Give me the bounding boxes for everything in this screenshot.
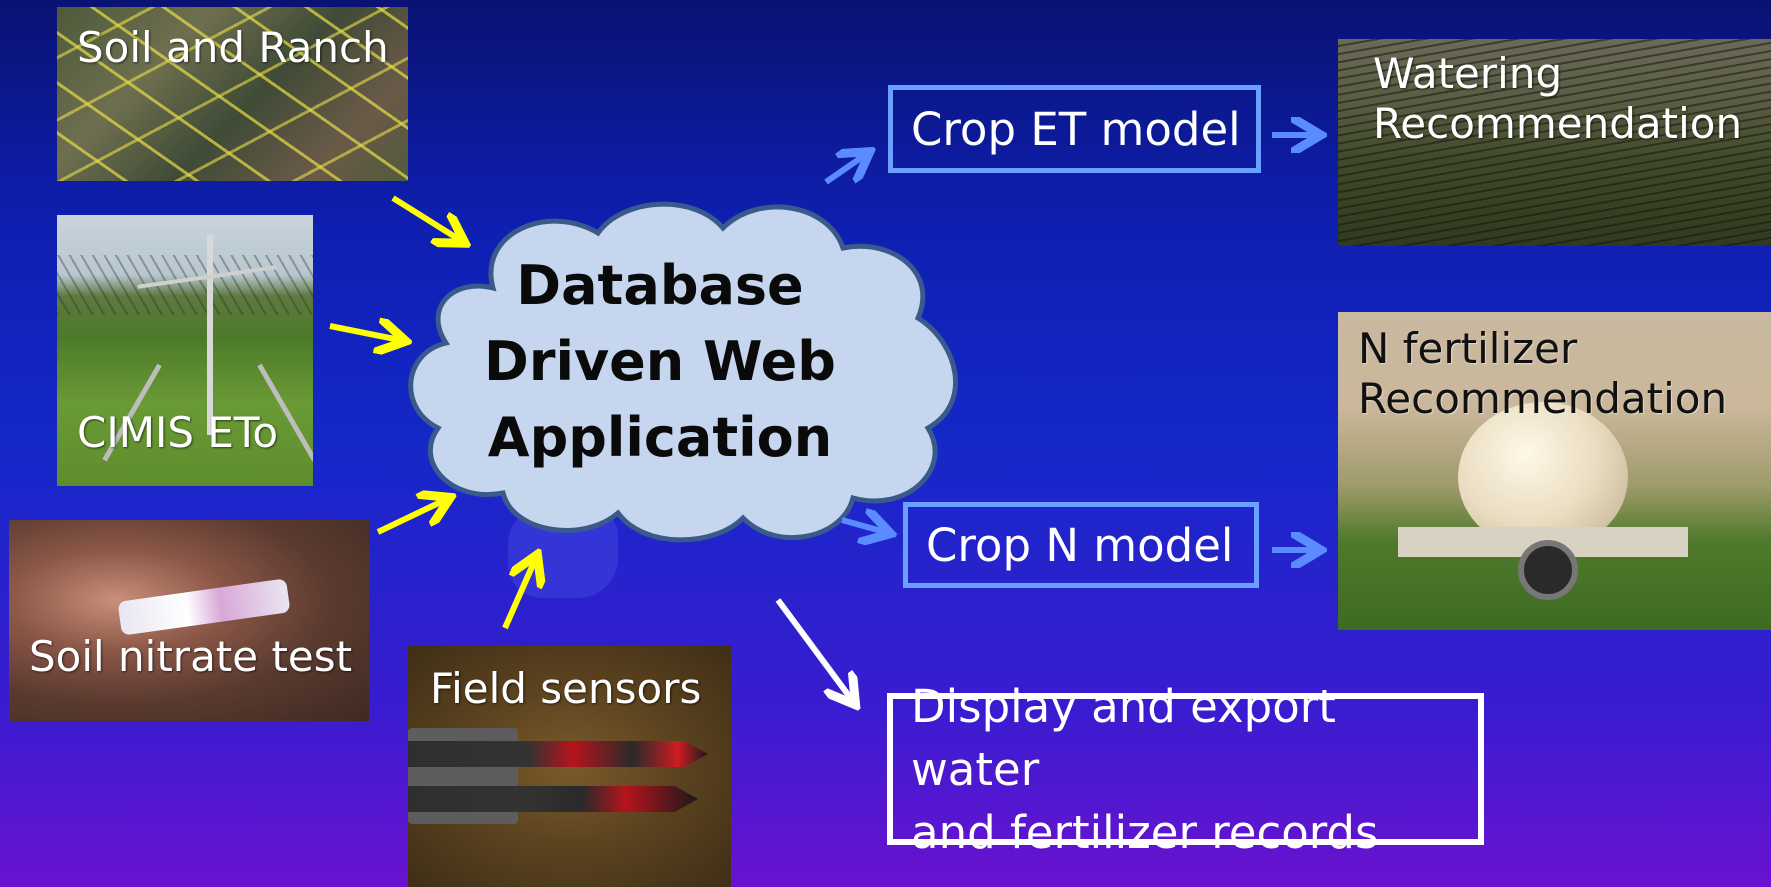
display-export-line1: Display and export water: [911, 679, 1336, 796]
station-mast: [207, 235, 213, 435]
arrow-cimis-to-cloud: [329, 326, 400, 340]
crop-et-model-label: Crop ET model: [911, 102, 1241, 156]
sensors-label: Field sensors: [430, 664, 702, 713]
arrow-nitrate-to-cloud: [376, 500, 445, 535]
display-export-line2: and fertilizer records: [911, 805, 1379, 859]
fence-graphic: [57, 255, 313, 315]
sensor-probe: [408, 786, 698, 812]
cimis-label: CIMIS ETo: [77, 408, 279, 457]
soil-nitrate-test-image: Soil nitrate test: [9, 520, 369, 721]
display-export-box: Display and export water and fertilizer …: [887, 680, 1484, 859]
crop-et-model-box: Crop ET model: [888, 85, 1261, 173]
fertilizer-image: N fertilizer Recommendation: [1338, 312, 1771, 630]
watering-label-line2: Recommendation: [1373, 98, 1743, 148]
fertilizer-label-line1: N fertilizer: [1358, 324, 1578, 373]
arrow-cloud-to-n: [841, 520, 885, 532]
nitrate-label: Soil nitrate test: [29, 632, 353, 681]
soil-ranch-label: Soil and Ranch: [77, 23, 389, 72]
cimis-weather-station-image: CIMIS ETo: [57, 215, 313, 486]
sensor-probe: [408, 741, 708, 767]
arrow-soil-to-cloud: [391, 195, 460, 240]
watering-label: Watering Recommendation: [1373, 49, 1742, 148]
crop-n-model-box: Crop N model: [903, 502, 1259, 588]
arrow-cloud-to-et: [824, 155, 865, 185]
arrow-cloud-to-display: [775, 598, 852, 700]
watering-image: Watering Recommendation: [1338, 39, 1771, 246]
watering-label-line1: Watering: [1373, 49, 1563, 98]
cloud-line2: Driven Web: [484, 330, 836, 393]
field-sensors-image: Field sensors: [408, 646, 731, 887]
cloud-outline: [408, 201, 958, 543]
crop-n-model-label: Crop N model: [926, 518, 1234, 572]
soil-ranch-map-image: Soil and Ranch: [57, 7, 408, 181]
database-app-title: Database Driven Web Application: [450, 248, 870, 476]
fertilizer-label: N fertilizer Recommendation: [1358, 324, 1727, 423]
cloud-line1: Database: [516, 254, 804, 317]
arrow-sensors-to-cloud: [502, 560, 535, 630]
fertilizer-label-line2: Recommendation: [1358, 373, 1728, 423]
cloud-line3: Application: [487, 406, 833, 469]
wheel-graphic: [1518, 540, 1578, 600]
database-cloud-shape: [408, 201, 958, 543]
